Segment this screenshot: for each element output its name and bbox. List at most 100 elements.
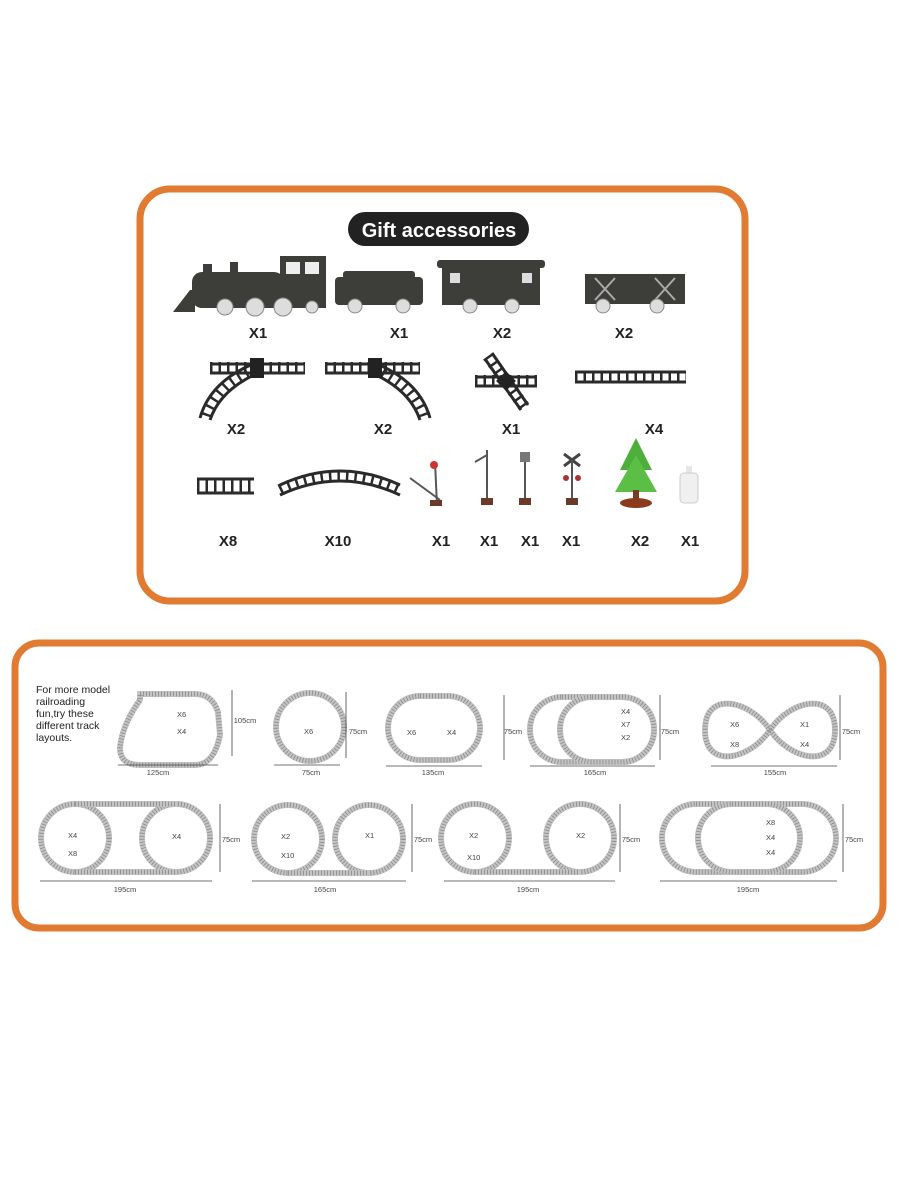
qty-tender: X1 xyxy=(390,325,408,342)
qty-switch-left: X2 xyxy=(227,421,245,438)
svg-text:165cm: 165cm xyxy=(314,885,337,894)
svg-text:X2: X2 xyxy=(576,831,585,840)
svg-text:X6: X6 xyxy=(177,710,186,719)
svg-text:75cm: 75cm xyxy=(842,727,860,736)
svg-text:X10: X10 xyxy=(281,851,294,860)
track-ties xyxy=(38,801,112,875)
svg-text:X4: X4 xyxy=(172,832,181,841)
track-ties xyxy=(543,801,617,875)
svg-text:X2: X2 xyxy=(621,733,630,742)
sign-post-image xyxy=(519,452,531,505)
track-ties xyxy=(273,690,347,764)
title-pill xyxy=(348,212,529,246)
svg-text:X1: X1 xyxy=(365,831,374,840)
svg-text:For more model: For more model xyxy=(36,684,110,696)
svg-text:75cm: 75cm xyxy=(222,835,240,844)
svg-text:195cm: 195cm xyxy=(114,885,137,894)
qty-crossing: X1 xyxy=(502,421,520,438)
track-ties xyxy=(659,801,839,875)
svg-text:X6: X6 xyxy=(304,727,313,736)
svg-text:fun,try these: fun,try these xyxy=(36,708,94,720)
layout-7: 165cm 75cm X2 X10 X1 xyxy=(251,802,432,894)
svg-text:75cm: 75cm xyxy=(504,727,522,736)
layout-1: 125cm 105cm X6 X4 xyxy=(116,690,257,777)
svg-text:X4: X4 xyxy=(800,740,809,749)
svg-text:75cm: 75cm xyxy=(414,835,432,844)
svg-text:155cm: 155cm xyxy=(764,768,787,777)
layout-4: 75cm 75cm 165cm X4 X7 X2 xyxy=(503,694,679,777)
qty-curved: X10 xyxy=(325,533,352,550)
track-ties xyxy=(117,691,223,768)
locomotive-image xyxy=(173,256,326,317)
svg-text:different track: different track xyxy=(36,720,100,732)
track-ties xyxy=(557,694,657,765)
svg-text:X7: X7 xyxy=(621,720,630,729)
pine-tree-image xyxy=(615,438,657,508)
svg-text:X8: X8 xyxy=(766,818,775,827)
layouts-note: For more model railroading fun,try these… xyxy=(36,684,110,744)
layout-3: 135cm X6 X4 xyxy=(385,693,483,777)
qty-tree: X2 xyxy=(631,533,649,550)
layout-8: 195cm 75cm X2 X10 X2 xyxy=(438,801,640,894)
railroad-crossing-sign-image xyxy=(563,452,581,505)
layout-6: 195cm 75cm X4 X8 X4 xyxy=(38,801,240,894)
oil-bottle-image xyxy=(679,466,699,504)
qty-passenger-car: X2 xyxy=(493,325,511,342)
qty-lamp: X1 xyxy=(480,533,498,550)
svg-text:X2: X2 xyxy=(281,832,290,841)
svg-text:X6: X6 xyxy=(407,728,416,737)
track-ties xyxy=(438,801,512,875)
svg-text:125cm: 125cm xyxy=(147,768,170,777)
svg-text:X4: X4 xyxy=(621,707,630,716)
passenger-car-image xyxy=(437,260,545,314)
qty-crossing-sign: X1 xyxy=(562,533,580,550)
qty-locomotive: X1 xyxy=(249,325,267,342)
qty-bottle: X1 xyxy=(681,533,699,550)
short-straight-track-image xyxy=(197,477,254,495)
svg-text:X4: X4 xyxy=(177,727,186,736)
svg-text:195cm: 195cm xyxy=(517,885,540,894)
track-ties xyxy=(695,801,803,875)
crossing-track-image xyxy=(475,352,537,412)
svg-text:X4: X4 xyxy=(766,833,775,842)
svg-text:75cm: 75cm xyxy=(349,727,367,736)
svg-text:X10: X10 xyxy=(467,853,480,862)
track-ties xyxy=(139,801,213,875)
track-ties xyxy=(332,802,406,876)
svg-text:X4: X4 xyxy=(68,831,77,840)
svg-text:135cm: 135cm xyxy=(422,768,445,777)
svg-text:railroading: railroading xyxy=(36,696,85,708)
qty-sign-post: X1 xyxy=(521,533,539,550)
track-ties xyxy=(702,701,838,759)
svg-text:X1: X1 xyxy=(800,720,809,729)
qty-cattle-car: X2 xyxy=(615,325,633,342)
gift-title: Gift accessories xyxy=(362,220,517,242)
track-ties xyxy=(385,693,483,763)
svg-text:165cm: 165cm xyxy=(584,768,607,777)
svg-text:X4: X4 xyxy=(447,728,456,737)
qty-switch-right: X2 xyxy=(374,421,392,438)
layout-2: 75cm 75cm X6 xyxy=(273,690,367,777)
qty-signal: X1 xyxy=(432,533,450,550)
svg-text:X8: X8 xyxy=(730,740,739,749)
street-lamp-image xyxy=(474,450,493,505)
svg-text:75cm: 75cm xyxy=(845,835,863,844)
qty-short-straight: X8 xyxy=(219,533,237,550)
svg-text:layouts.: layouts. xyxy=(36,732,72,744)
signal-light-image xyxy=(409,461,442,506)
svg-text:X6: X6 xyxy=(730,720,739,729)
svg-text:X4: X4 xyxy=(766,848,775,857)
cattle-car-image xyxy=(585,274,685,314)
svg-text:X2: X2 xyxy=(469,831,478,840)
qty-long-straight: X4 xyxy=(645,421,664,438)
switch-track-right-image xyxy=(325,358,432,422)
tender-image xyxy=(335,271,423,314)
track-ties xyxy=(251,802,325,876)
layout-9: 195cm 75cm X8 X4 X4 xyxy=(659,801,863,894)
svg-text:X8: X8 xyxy=(68,849,77,858)
svg-text:105cm: 105cm xyxy=(234,716,257,725)
svg-text:75cm: 75cm xyxy=(302,768,320,777)
curved-track-image xyxy=(277,469,403,497)
layout-5: 155cm 75cm X6 X8 X1 X4 xyxy=(701,695,860,777)
